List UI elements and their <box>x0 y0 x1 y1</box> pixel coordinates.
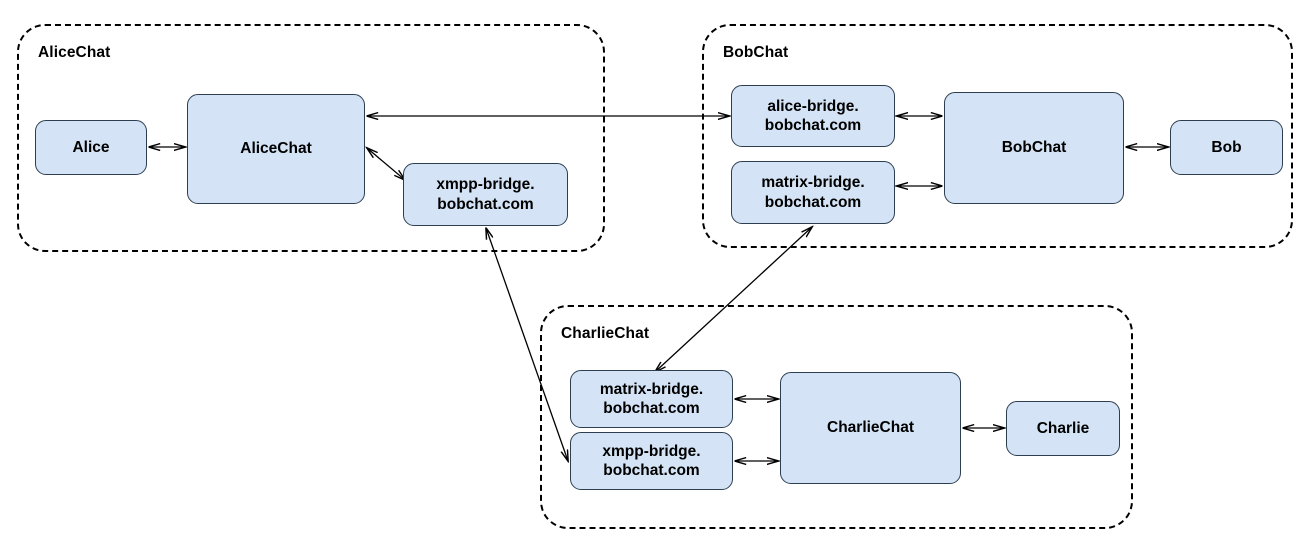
zone-alicechat-label: AliceChat <box>38 44 111 61</box>
zone-alicechat <box>17 24 605 252</box>
node-bobchat-server-label: BobChat <box>1001 139 1067 157</box>
node-xmpp-bridge-charlie-label: xmpp-bridge. bobchat.com <box>602 442 701 479</box>
zone-bobchat-label: BobChat <box>723 44 789 61</box>
node-alice-bridge-bob[interactable]: alice-bridge. bobchat.com <box>731 85 895 147</box>
node-matrix-bridge-charlie-label: matrix-bridge. bobchat.com <box>599 380 704 417</box>
node-matrix-bridge-bob-label: matrix-bridge. bobchat.com <box>761 174 865 211</box>
node-xmpp-bridge-charlie[interactable]: xmpp-bridge. bobchat.com <box>570 432 733 490</box>
node-alicechat-server-label: AliceChat <box>240 140 312 158</box>
zone-charliechat <box>540 305 1133 529</box>
node-matrix-bridge-charlie[interactable]: matrix-bridge. bobchat.com <box>570 370 733 428</box>
node-alice-label: Alice <box>72 138 110 156</box>
node-bob-label: Bob <box>1211 138 1242 156</box>
zone-charliechat-label: CharlieChat <box>561 325 650 342</box>
node-charliechat-server[interactable]: CharlieChat <box>780 372 961 484</box>
node-alice-bridge-bob-label: alice-bridge. bobchat.com <box>764 97 862 134</box>
node-charlie-label: Charlie <box>1036 419 1090 437</box>
node-alicechat-server[interactable]: AliceChat <box>187 94 365 204</box>
node-alice[interactable]: Alice <box>35 120 147 175</box>
node-matrix-bridge-bob[interactable]: matrix-bridge. bobchat.com <box>731 161 895 224</box>
zone-bobchat <box>702 24 1293 248</box>
node-bob[interactable]: Bob <box>1170 120 1283 175</box>
node-charliechat-server-label: CharlieChat <box>827 419 914 437</box>
node-alice-xmpp-bridge-label: xmpp-bridge. bobchat.com <box>436 176 535 213</box>
node-alice-xmpp-bridge[interactable]: xmpp-bridge. bobchat.com <box>403 163 568 226</box>
node-bobchat-server[interactable]: BobChat <box>944 92 1124 204</box>
node-charlie[interactable]: Charlie <box>1006 401 1120 456</box>
